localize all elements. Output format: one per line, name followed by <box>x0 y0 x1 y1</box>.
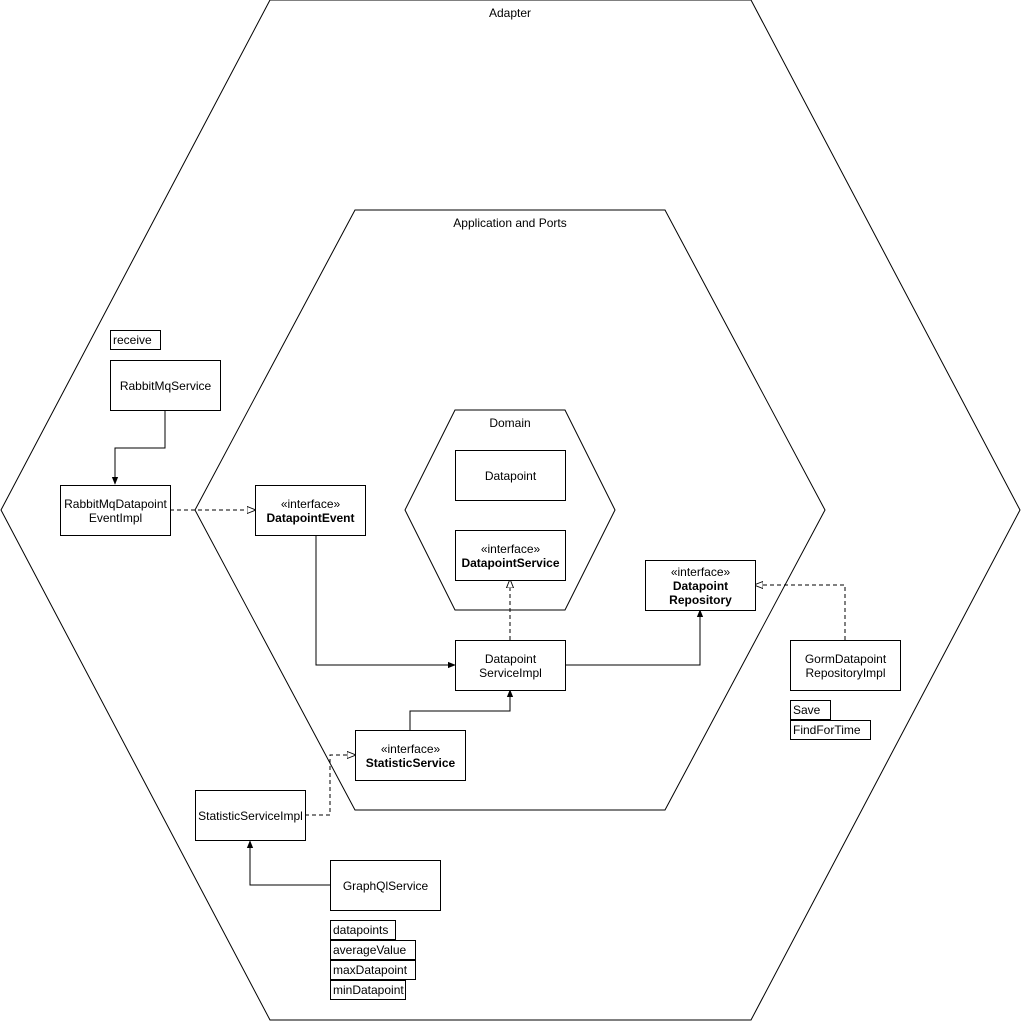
statistic-service-impl-name: StatisticServiceImpl <box>198 808 303 823</box>
graphql-method-datapoints[interactable]: datapoints <box>330 920 396 940</box>
gorm-method-save[interactable]: Save <box>790 700 831 720</box>
edge-statisticservice-to-serviceimpl <box>409 689 514 730</box>
graphql-method-maxdatapoint[interactable]: maxDatapoint <box>330 960 416 980</box>
edge-graphql-to-statisticimpl <box>246 840 330 886</box>
datapoint-repository-name-line2: Repository <box>669 592 732 607</box>
gorm-method-findfortime[interactable]: FindForTime <box>790 720 871 740</box>
datapoint-repository-stereotype: «interface» <box>670 564 731 579</box>
datapoint-repository-name-line1: Datapoint <box>672 578 729 593</box>
rabbitmq-event-impl-name-line1: RabbitMqDatapoint <box>64 496 167 511</box>
datapoint-event-interface-box[interactable]: «interface» DatapointEvent <box>255 485 366 536</box>
rabbitmq-method-receive[interactable]: receive <box>110 330 161 350</box>
datapoint-event-stereotype: «interface» <box>280 496 341 511</box>
datapoint-service-stereotype: «interface» <box>480 541 541 556</box>
adapter-layer-label: Adapter <box>488 6 532 20</box>
statistic-service-interface-box[interactable]: «interface» StatisticService <box>355 730 466 781</box>
statistic-service-stereotype: «interface» <box>380 741 441 756</box>
rabbitmq-datapoint-event-impl-box[interactable]: RabbitMqDatapoint EventImpl <box>60 485 171 536</box>
graphql-service-box[interactable]: GraphQlService <box>330 860 441 911</box>
gorm-datapoint-repository-impl-box[interactable]: GormDatapoint RepositoryImpl <box>790 640 901 691</box>
gorm-repo-impl-name-line2: RepositoryImpl <box>805 665 886 680</box>
datapoint-entity-name: Datapoint <box>484 468 537 483</box>
rabbitmq-service-box[interactable]: RabbitMqService <box>110 360 221 411</box>
datapoint-service-interface-box[interactable]: «interface» DatapointService <box>455 530 566 581</box>
gorm-repo-impl-name-line1: GormDatapoint <box>804 651 887 666</box>
domain-hexagon <box>404 409 616 611</box>
edge-datapointevent-to-serviceimpl <box>315 535 456 669</box>
graphql-method-averagevalue[interactable]: averageValue <box>330 940 416 960</box>
edge-rabbitmq-to-eventimpl <box>111 410 166 485</box>
datapoint-event-name: DatapointEvent <box>266 510 355 525</box>
datapoint-service-impl-name-line2: ServiceImpl <box>479 665 542 680</box>
datapoint-service-impl-name-line1: Datapoint <box>484 651 537 666</box>
statistic-service-impl-box[interactable]: StatisticServiceImpl <box>195 790 306 841</box>
datapoint-entity-box[interactable]: Datapoint <box>455 450 566 501</box>
datapoint-service-name: DatapointService <box>461 555 560 570</box>
edge-serviceimpl-to-repository <box>565 609 704 666</box>
rabbitmq-event-impl-name-line2: EventImpl <box>88 510 143 525</box>
graphql-method-mindatapoint[interactable]: minDatapoint <box>330 980 406 1000</box>
domain-layer-label: Domain <box>489 416 531 430</box>
statistic-service-name: StatisticService <box>365 755 456 770</box>
rabbitmq-service-name: RabbitMqService <box>119 378 212 393</box>
graphql-service-name: GraphQlService <box>342 878 429 893</box>
edge-gormimpl-realizes-repository <box>755 585 846 640</box>
application-layer-label: Application and Ports <box>453 216 567 230</box>
datapoint-repository-interface-box[interactable]: «interface» Datapoint Repository <box>645 560 756 611</box>
datapoint-service-impl-box[interactable]: Datapoint ServiceImpl <box>455 640 566 691</box>
